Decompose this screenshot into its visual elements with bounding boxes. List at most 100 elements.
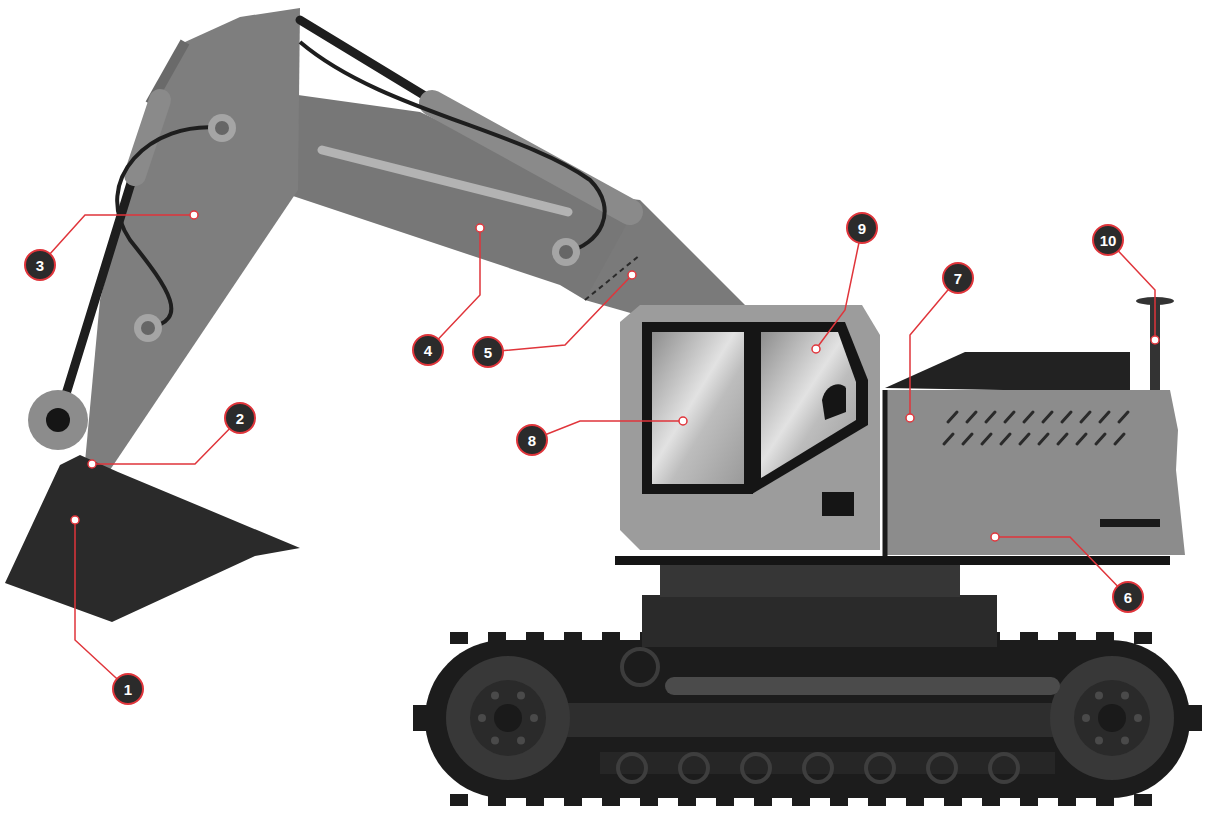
wheel-bolt xyxy=(517,737,525,745)
bucket-cylinder xyxy=(135,100,160,175)
wheel-bolt xyxy=(1082,714,1090,722)
track-tooth xyxy=(1020,794,1038,806)
track-tooth xyxy=(1188,705,1202,731)
bucket-cylinder-rod xyxy=(58,170,135,420)
track-tooth xyxy=(526,632,544,644)
track-tooth xyxy=(1058,794,1076,806)
callout-number: 2 xyxy=(236,411,244,426)
track-tooth xyxy=(413,705,427,731)
callout-number: 4 xyxy=(424,343,432,358)
track-tooth xyxy=(526,794,544,806)
callout-badge: 7 xyxy=(942,262,974,294)
vent-slot xyxy=(986,412,995,422)
wheel-bolt xyxy=(1134,714,1142,722)
callout-badge: 10 xyxy=(1092,224,1124,256)
vent-slot xyxy=(963,434,972,444)
vent-slot xyxy=(1100,412,1109,422)
callout-badge: 5 xyxy=(472,336,504,368)
track-tooth xyxy=(982,794,1000,806)
wheel-bolt xyxy=(1121,691,1129,699)
callout-badge: 3 xyxy=(24,249,56,281)
door-window xyxy=(761,332,856,478)
vent-slot xyxy=(948,412,957,422)
vent-slot xyxy=(1039,434,1048,444)
track-tooth xyxy=(564,632,582,644)
callout-badge: 4 xyxy=(412,334,444,366)
track-roller xyxy=(680,754,708,782)
vent-slot xyxy=(1077,434,1086,444)
vent-slot xyxy=(944,434,953,444)
leader-dots xyxy=(71,211,1159,541)
track-tooth xyxy=(830,794,848,806)
track-tooth xyxy=(1134,794,1152,806)
vent-slot xyxy=(1043,412,1052,422)
hydraulic-hose xyxy=(117,127,222,328)
wheel-bolt xyxy=(491,691,499,699)
callout-number: 6 xyxy=(1124,590,1132,605)
callout-number: 7 xyxy=(954,271,962,286)
track-roller xyxy=(866,754,894,782)
track-tooth xyxy=(488,794,506,806)
leader-lines xyxy=(40,215,1155,689)
track-tooth xyxy=(1096,632,1114,644)
callout-badge: 1 xyxy=(112,673,144,705)
callout-badge: 9 xyxy=(846,212,878,244)
callout-number: 3 xyxy=(36,258,44,273)
track-roller xyxy=(928,754,956,782)
vent-slot xyxy=(1115,434,1124,444)
callout-number: 9 xyxy=(858,221,866,236)
vent-slot xyxy=(967,412,976,422)
track-tooth xyxy=(640,794,658,806)
track-roller xyxy=(618,754,646,782)
boom xyxy=(275,95,640,300)
track-tooth xyxy=(450,632,468,644)
vent-slot xyxy=(1001,434,1010,444)
vent-slot xyxy=(1058,434,1067,444)
vent-slot xyxy=(1020,434,1029,444)
track-tooth xyxy=(564,794,582,806)
track-tooth xyxy=(678,794,696,806)
swing-bearing xyxy=(660,563,960,597)
track-tooth xyxy=(1134,632,1152,644)
vent-slot xyxy=(1096,434,1105,444)
turntable xyxy=(642,595,997,647)
track-tooth xyxy=(1096,794,1114,806)
vent-slot xyxy=(1062,412,1071,422)
track-roller xyxy=(804,754,832,782)
vent-slot xyxy=(1024,412,1033,422)
deck-line xyxy=(615,556,1170,565)
crawler-track xyxy=(413,632,1202,806)
wheel-bolt xyxy=(517,691,525,699)
track-tooth xyxy=(450,794,468,806)
engine-cover xyxy=(885,352,1130,392)
vent-slot xyxy=(982,434,991,444)
track-tooth xyxy=(488,632,506,644)
wheel-bolt xyxy=(530,714,538,722)
callout-number: 5 xyxy=(484,345,492,360)
cab xyxy=(620,305,880,550)
callout-badge: 2 xyxy=(224,402,256,434)
vent-slot xyxy=(1081,412,1090,422)
callout-badge: 8 xyxy=(516,424,548,456)
engine-housing xyxy=(885,390,1185,555)
track-tooth xyxy=(944,794,962,806)
callout-number: 8 xyxy=(528,433,536,448)
callout-badge: 6 xyxy=(1112,581,1144,613)
track-tooth xyxy=(792,794,810,806)
wheel-bolt xyxy=(1095,691,1103,699)
track-roller xyxy=(742,754,770,782)
hydraulic-hose xyxy=(300,42,605,252)
wheel-bolt xyxy=(1121,737,1129,745)
callout-number: 1 xyxy=(124,682,132,697)
track-tooth xyxy=(1020,632,1038,644)
track-tooth xyxy=(602,794,620,806)
boom-cylinder-rod xyxy=(300,20,435,102)
front-window xyxy=(652,332,744,484)
bucket xyxy=(5,455,300,622)
track-tooth xyxy=(868,794,886,806)
callout-number: 10 xyxy=(1100,233,1117,248)
track-roller xyxy=(990,754,1018,782)
wheel-bolt xyxy=(491,737,499,745)
track-tooth xyxy=(754,794,772,806)
